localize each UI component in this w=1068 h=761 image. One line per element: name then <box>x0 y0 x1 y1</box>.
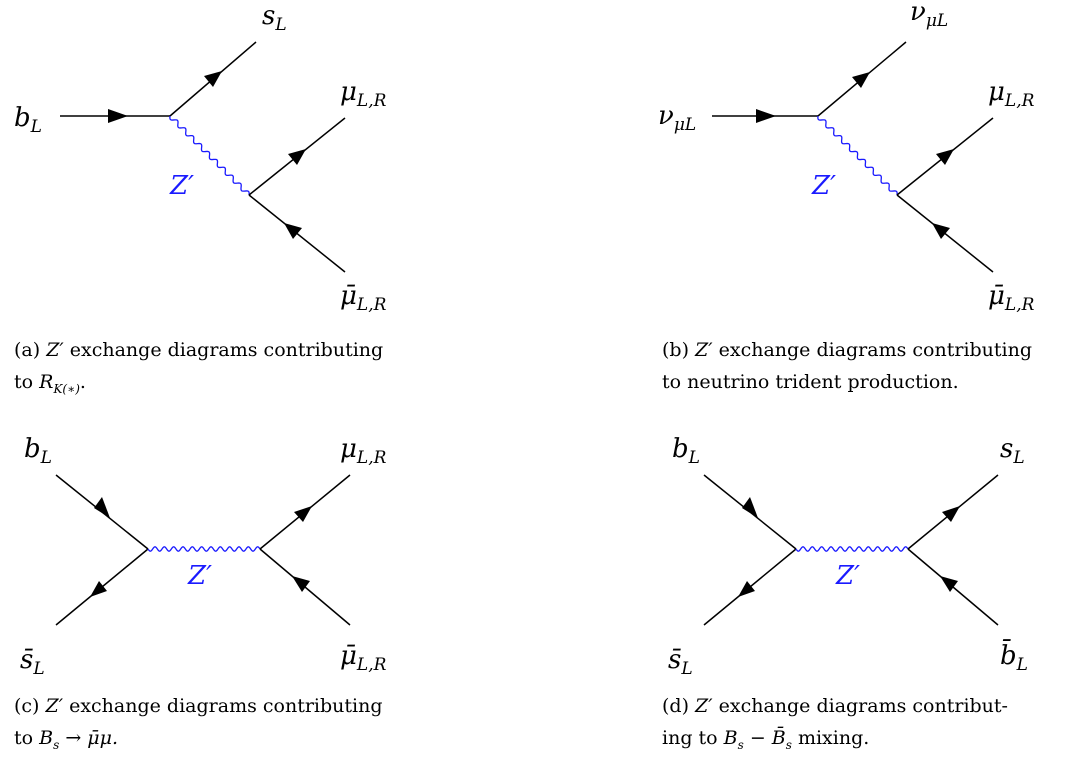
panel-c-caption-math: B <box>39 727 54 749</box>
panel-d-label-bbarL: b̄L <box>1000 638 1028 675</box>
panel-c-label-bL: bL <box>24 434 52 468</box>
panel-b-caption-line2: to neutrino trident production. <box>662 371 959 393</box>
panel-c-incoming-bottom-arrow <box>90 581 107 597</box>
panel-a-diagram: bL sL μL,R μ̄L,R Z′ <box>14 1 387 315</box>
panel-c-caption: (c) Z′ exchange diagrams contributing to… <box>14 690 404 761</box>
panel-c-caption-prefix: (c) <box>14 695 40 717</box>
panel-d-caption: (d) Z′ exchange diagrams contribut- ing … <box>662 690 1052 761</box>
panel-a-label-mu: μL,R <box>340 77 387 111</box>
panel-a-label-mubar: μ̄L,R <box>340 281 387 315</box>
panel-d-diagram: bL s̄L sL b̄L Z′ <box>668 434 1028 679</box>
panel-b-caption-line1: exchange diagrams contributing <box>718 339 1033 361</box>
panel-d-label-zprime: Z′ <box>835 561 860 591</box>
panel-d-incoming-top-arrow <box>742 497 758 518</box>
panel-c-incoming-top-arrow <box>94 497 110 518</box>
panel-b-outgoing-mid-arrow <box>936 149 954 165</box>
panel-c-caption-line2: to <box>14 727 34 749</box>
panel-c-diagram: bL s̄L μL,R μ̄L,R Z′ <box>20 434 387 679</box>
panel-b-label-nu-out: νμL <box>910 0 948 31</box>
panel-d-caption-math-sub: s <box>737 737 744 752</box>
panel-d-caption-line1: exchange diagrams contribut- <box>718 695 1008 717</box>
panel-b-label-mubar: μ̄L,R <box>988 281 1035 315</box>
panel-d-caption-line2: ing to <box>662 727 718 749</box>
panel-b-caption: (b) Z′ exchange diagrams contributing to… <box>662 334 1052 398</box>
panel-c-outgoing-bottom-arrow <box>292 576 310 592</box>
panel-d-caption-math: B <box>723 727 738 749</box>
panel-d-label-sbarL: s̄L <box>668 645 693 679</box>
panel-d-outgoing-top-arrow <box>942 506 960 522</box>
panel-c-caption-boson: Z′ <box>45 695 64 717</box>
panel-a-caption-line1: exchange diagrams contributing <box>69 339 384 361</box>
panel-c-label-sbarL: s̄L <box>20 645 45 679</box>
panel-b-outgoing-top-arrow <box>852 72 870 88</box>
panel-d-outgoing-bottom-arrow <box>940 576 958 592</box>
panel-a-outgoing-top-arrow <box>204 71 222 87</box>
panel-c-caption-math-sub: s <box>53 737 60 752</box>
panel-c-caption-math-rest: → μ̄μ. <box>65 727 119 749</box>
panel-d-boson-line <box>795 546 909 552</box>
panel-a-label-zprime: Z′ <box>169 171 194 201</box>
panel-a-boson-line <box>169 115 250 196</box>
panel-a-incoming-arrow <box>108 109 128 123</box>
panel-b-caption-boson: Z′ <box>695 339 713 361</box>
panel-a-caption: (a) Z′ exchange diagrams contributing to… <box>14 334 404 405</box>
panel-a-label-sL: sL <box>262 1 287 35</box>
panel-b-outgoing-bottom-arrow <box>932 223 950 239</box>
panel-b-label-mu: μL,R <box>988 77 1035 111</box>
panel-a-caption-line2: to <box>14 371 34 393</box>
panel-c-boson-line <box>147 546 261 552</box>
panel-b-label-nu-in: νμL <box>658 101 696 135</box>
panel-b-boson-line <box>817 115 898 196</box>
panel-d-incoming-bottom-arrow <box>738 581 755 597</box>
panel-a-caption-end: . <box>79 371 86 393</box>
panel-d-caption-math-mid: − B̄ <box>743 727 786 749</box>
panel-c-label-mubar: μ̄L,R <box>340 641 387 675</box>
panel-b-incoming-arrow <box>756 109 776 123</box>
panel-d-caption-boson: Z′ <box>695 695 713 717</box>
panel-c-label-mu: μL,R <box>340 434 387 468</box>
panel-b-diagram: νμL νμL μL,R μ̄L,R Z′ <box>658 0 1035 315</box>
panel-a-outgoing-mid-arrow <box>288 149 306 165</box>
panel-d-label-sL: sL <box>1000 434 1025 468</box>
panel-b-label-zprime: Z′ <box>811 171 836 201</box>
panel-a-caption-boson: Z′ <box>46 339 64 361</box>
panel-d-caption-end: mixing. <box>791 727 870 749</box>
panel-d-caption-prefix: (d) <box>662 695 689 717</box>
panel-d-caption-math-sub2: s <box>785 737 792 752</box>
panel-b-caption-prefix: (b) <box>662 339 689 361</box>
panel-c-outgoing-top-arrow <box>294 506 312 522</box>
panel-a-label-bL: bL <box>14 103 42 137</box>
panel-a-outgoing-bottom-arrow <box>284 223 302 239</box>
panel-d-label-bL: bL <box>672 434 700 468</box>
panel-a-caption-prefix: (a) <box>14 339 41 361</box>
panel-a-caption-math-sub: K(∗) <box>53 381 80 396</box>
panel-a-caption-math: R <box>39 371 54 393</box>
panel-c-label-zprime: Z′ <box>187 561 212 591</box>
panel-c-caption-line1: exchange diagrams contributing <box>69 695 383 717</box>
